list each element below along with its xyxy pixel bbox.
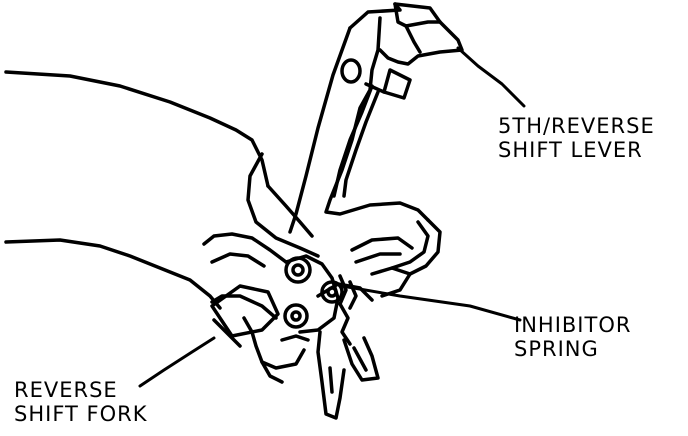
label-lever-line2: SHIFT LEVER [498,138,643,162]
label-5th-reverse-shift-lever: 5TH/REVERSE SHIFT LEVER [498,114,655,162]
label-reverse-shift-fork: REVERSE SHIFT FORK [14,378,148,426]
label-fork-line1: REVERSE [14,378,118,402]
label-lever-line1: 5TH/REVERSE [498,114,655,138]
leader-lines [138,46,526,388]
leader-line-lever [456,46,526,108]
label-spring-line1: INHIBITOR [514,313,632,337]
leader-line-spring [340,284,522,322]
leader-line-fork [138,336,216,388]
label-fork-line2: SHIFT FORK [14,402,148,426]
label-inhibitor-spring: INHIBITOR SPRING [514,313,631,361]
hand-drawing [4,70,320,384]
label-spring-line2: SPRING [514,337,599,361]
shift-lever-drawing [288,2,464,298]
